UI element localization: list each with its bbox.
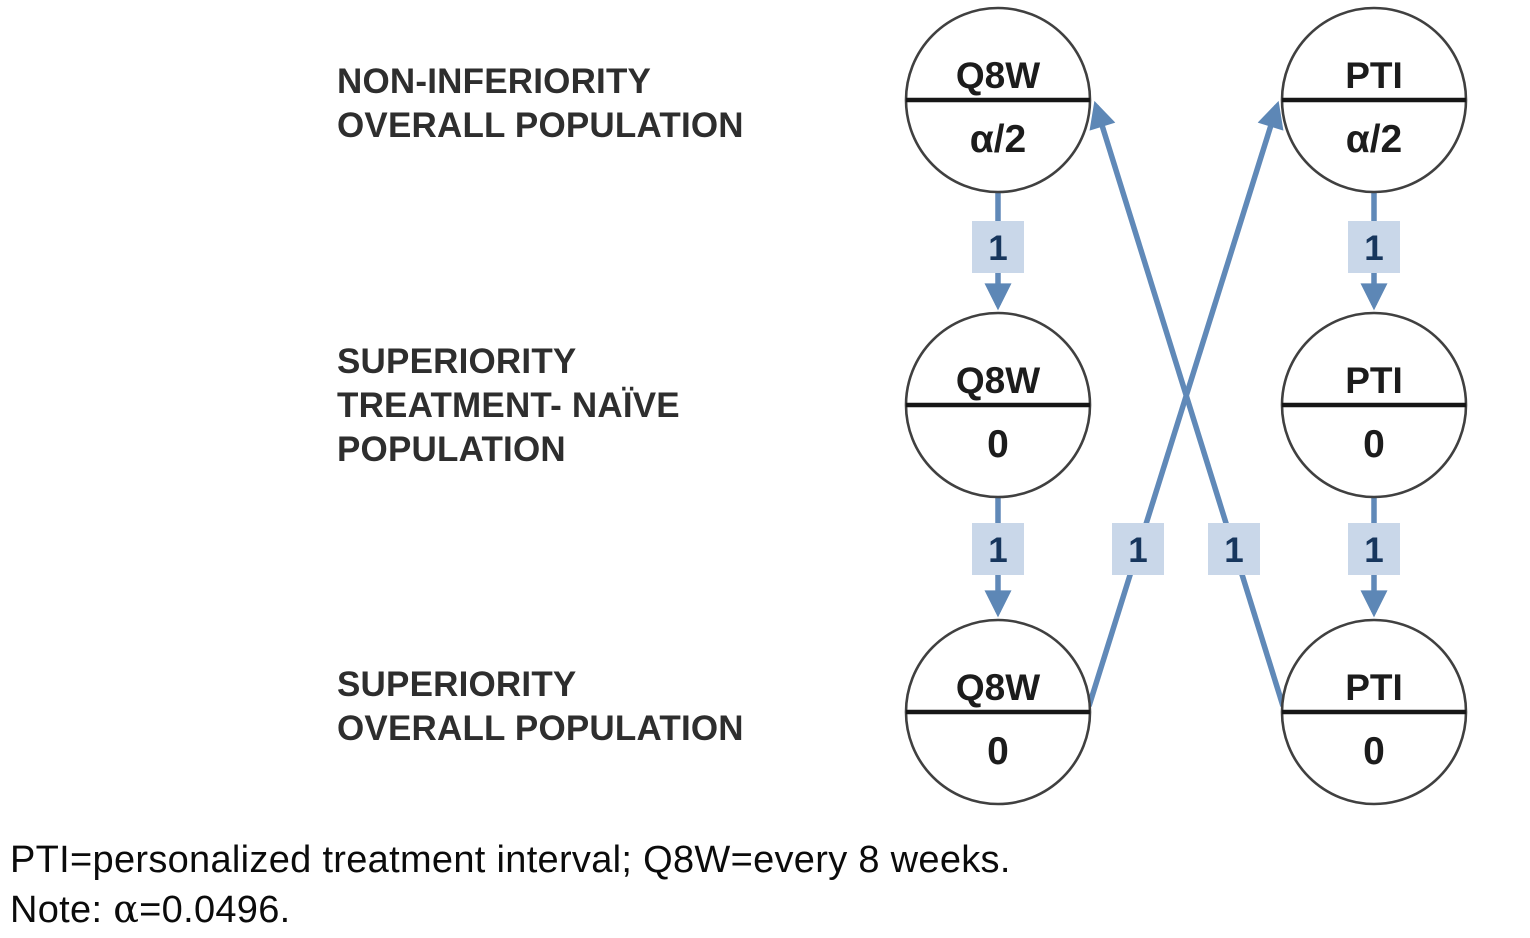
row-label-line: SUPERIORITY: [337, 665, 577, 704]
edge-supoverallpti-to-niq8w: [1089, 100, 1286, 707]
footnote-alpha-note: Note: α=0.0496.: [10, 885, 1011, 935]
weight-value: 1: [1364, 229, 1383, 268]
node-treatment-label: Q8W: [956, 667, 1040, 708]
node-superiority-overall-pti: PTI 0: [1280, 618, 1468, 806]
node-superiority-naive-pti: PTI 0: [1280, 311, 1468, 499]
node-treatment-label: Q8W: [956, 55, 1040, 96]
node-alpha-label: α/2: [970, 118, 1027, 161]
weight-value: 1: [1364, 531, 1383, 570]
row-label-line: POPULATION: [337, 430, 566, 469]
row-label-line: NON-INFERIORITY: [337, 62, 652, 101]
node-alpha-label: 0: [987, 423, 1009, 466]
row-label-line: SUPERIORITY: [337, 342, 577, 381]
edge-weight: 1: [972, 221, 1024, 273]
weight-box: [972, 221, 1024, 273]
weight-value: 1: [1128, 531, 1147, 570]
footnote: PTI=personalized treatment interval; Q8W…: [10, 836, 1011, 935]
row-label-superiority-naive: SUPERIORITY TREATMENT- NAÏVE POPULATION: [337, 340, 680, 472]
node-treatment-label: PTI: [1345, 55, 1403, 96]
weight-box: [1348, 523, 1400, 575]
node-alpha-label: 0: [1363, 730, 1385, 773]
weight-value: 1: [1224, 531, 1243, 570]
row-label-line: TREATMENT- NAÏVE: [337, 386, 680, 425]
edge-weight: 1: [1348, 221, 1400, 273]
footnote-note-prefix: Note:: [10, 889, 114, 931]
node-superiority-overall-q8w: Q8W 0: [904, 618, 1092, 806]
node-alpha-label: 0: [987, 730, 1009, 773]
node-treatment-label: PTI: [1345, 667, 1403, 708]
weight-box: [1348, 221, 1400, 273]
node-treatment-label: PTI: [1345, 360, 1403, 401]
row-label-line: OVERALL POPULATION: [337, 709, 744, 748]
footnote-abbreviations: PTI=personalized treatment interval; Q8W…: [10, 839, 1011, 881]
node-alpha-label: 0: [1363, 423, 1385, 466]
edge-supoverallq8w-to-nipti: [1086, 100, 1284, 707]
node-alpha-label: α/2: [1346, 118, 1403, 161]
node-non-inferiority-overall-q8w: Q8W α/2: [904, 6, 1092, 194]
row-label-line: OVERALL POPULATION: [337, 106, 744, 145]
weight-box: [972, 523, 1024, 575]
weight-box: [1112, 523, 1164, 575]
row-label-non-inferiority-overall: NON-INFERIORITY OVERALL POPULATION: [337, 60, 744, 148]
row-label-superiority-overall: SUPERIORITY OVERALL POPULATION: [337, 663, 744, 751]
footnote-alpha-value: =0.0496.: [139, 889, 291, 931]
edge-weight: 1: [1348, 523, 1400, 575]
edge-weight: 1: [972, 523, 1024, 575]
weight-value: 1: [988, 229, 1007, 268]
edge-weight: 1: [1208, 523, 1260, 575]
node-superiority-naive-q8w: Q8W 0: [904, 311, 1092, 499]
weight-box: [1208, 523, 1260, 575]
edge-weight: 1: [1112, 523, 1164, 575]
alpha-symbol: α: [113, 887, 140, 931]
weight-value: 1: [988, 531, 1007, 570]
node-treatment-label: Q8W: [956, 360, 1040, 401]
node-non-inferiority-overall-pti: PTI α/2: [1280, 6, 1468, 194]
